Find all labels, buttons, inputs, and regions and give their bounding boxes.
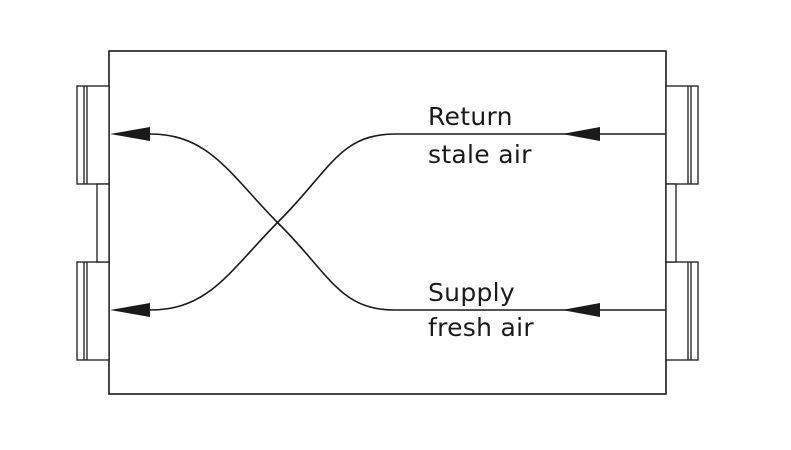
right-bottom-port bbox=[665, 261, 699, 361]
arrow-right-top bbox=[562, 127, 600, 141]
supply-label-line2: fresh air bbox=[428, 313, 534, 342]
arrow-right-bottom bbox=[562, 303, 600, 317]
left-top-port bbox=[76, 85, 110, 185]
left-bottom-port bbox=[76, 261, 110, 361]
supply-label-line1: Supply bbox=[428, 278, 515, 307]
return-air-path bbox=[120, 133, 666, 311]
right-top-port bbox=[665, 85, 699, 185]
arrow-left-bottom bbox=[110, 303, 150, 317]
unit-housing bbox=[108, 50, 667, 395]
right-middle-bracket bbox=[665, 183, 677, 263]
arrow-left-top bbox=[110, 127, 150, 141]
supply-air-path bbox=[120, 133, 666, 311]
left-middle-bracket bbox=[96, 183, 110, 263]
return-label-line2: stale air bbox=[428, 140, 532, 169]
return-label-line1: Return bbox=[428, 102, 513, 131]
